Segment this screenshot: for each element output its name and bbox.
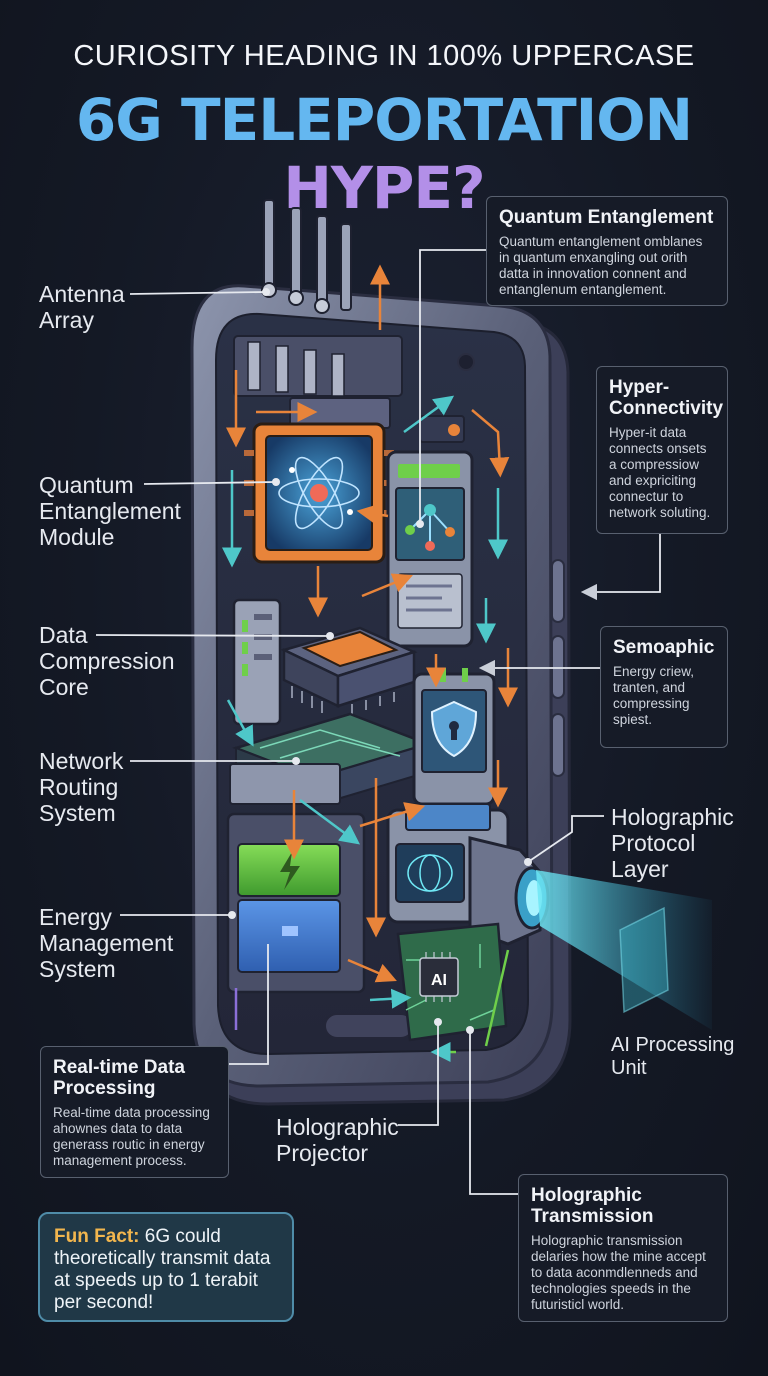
card-semoaphic: Semoaphic Energy criew, tranten, and com… [600, 626, 728, 748]
fun-fact-label: Fun Fact: [54, 1226, 140, 1247]
card-title: Hyper- Connectivity [609, 377, 724, 419]
label-holographic-protocol: Holographic Protocol Layer [611, 804, 734, 882]
quantum-module-illustration [244, 422, 394, 564]
card-body: Hyper-it data connects onsets a compress… [609, 425, 711, 520]
card-title: Holographic Transmission [531, 1185, 654, 1227]
entanglement-device-illustration [386, 450, 474, 648]
ai-chip-illustration: AI [396, 922, 508, 1042]
card-realtime-processing: Real-time Data Processing Real-time data… [40, 1046, 229, 1178]
card-body: Quantum entanglement omblanes in quantum… [499, 234, 703, 297]
headline-part2: HYPE? [283, 154, 485, 222]
card-body: Energy criew, tranten, and compressing s… [613, 664, 695, 727]
fun-fact-box: Fun Fact: 6G could theoretically transmi… [38, 1212, 294, 1322]
energy-battery-illustration [226, 812, 366, 994]
card-body: Holographic transmission delaries how th… [531, 1233, 706, 1312]
label-holographic-projector: Holographic Projector [276, 1114, 399, 1166]
card-title: Real-time Data Processing [53, 1057, 185, 1099]
chip-ai-label: AI [431, 972, 447, 989]
card-hyper-connectivity: Hyper- Connectivity Hyper-it data connec… [596, 366, 728, 534]
label-energy-management: Energy Management System [39, 904, 174, 982]
card-quantum-entanglement: Quantum Entanglement Quantum entanglemen… [486, 196, 728, 306]
headline: 6G TELEPORTATION HYPE? [0, 86, 768, 222]
label-quantum-module: Quantum Entanglement Module [39, 472, 181, 550]
security-shield-illustration [412, 668, 496, 806]
label-data-compression: Data Compression Core [39, 622, 175, 700]
label-antenna-array: Antenna Array [39, 281, 125, 333]
card-body: Real-time data processing ahownes data t… [53, 1105, 210, 1168]
card-title: Quantum Entanglement [499, 207, 714, 228]
label-ai-processing: AI Processing Unit [611, 1034, 735, 1079]
fun-fact-text: 6G could theoretically transmit data at … [54, 1226, 271, 1313]
antenna-array-illustration [261, 199, 352, 314]
card-holographic-transmission: Holographic Transmission Holographic tra… [518, 1174, 728, 1322]
kicker-heading: CURIOSITY HEADING IN 100% UPPERCASE [73, 40, 695, 72]
holographic-projector-illustration [386, 803, 712, 1030]
headline-part1: 6G TELEPORTATION [75, 86, 693, 154]
card-title: Semoaphic [613, 637, 715, 658]
compression-core-illustration [280, 626, 418, 714]
label-network-routing: Network Routing System [39, 748, 124, 826]
